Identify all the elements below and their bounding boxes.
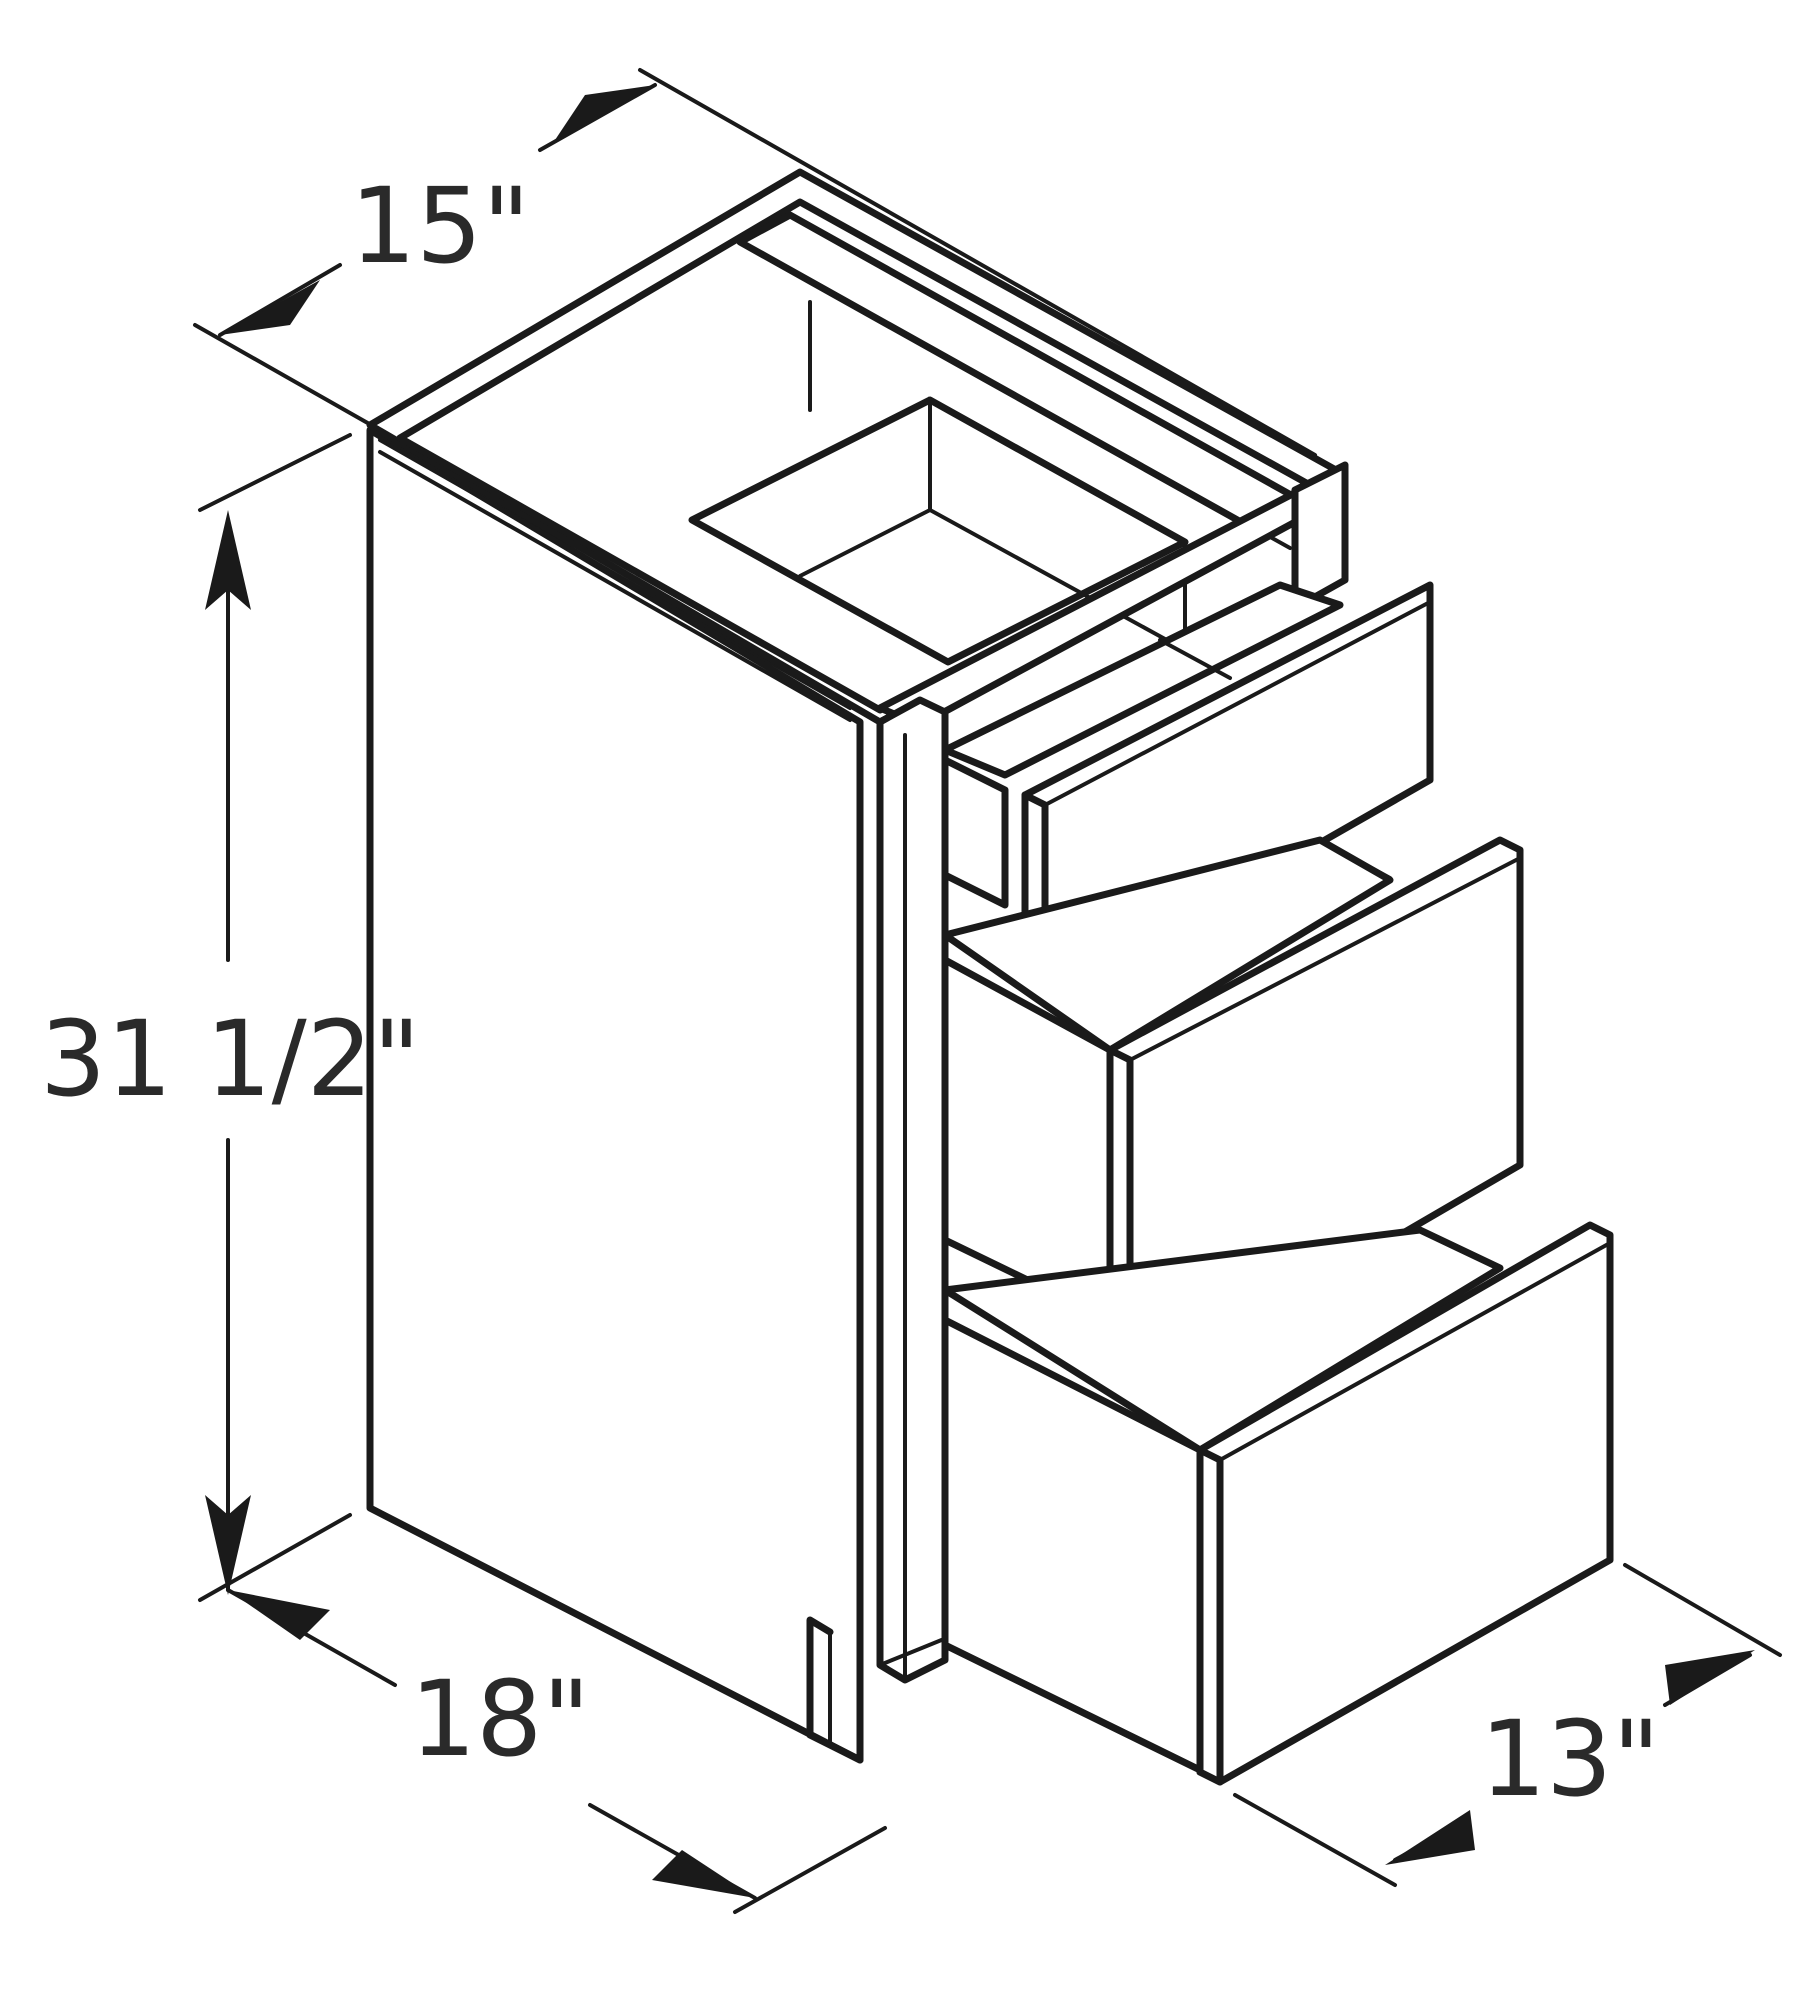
dimension-depth: 18" bbox=[226, 1588, 887, 1914]
arrow-head-icon bbox=[1385, 1810, 1475, 1865]
top-front-rail bbox=[876, 461, 1349, 729]
dimension-label-18: 18" bbox=[410, 1658, 590, 1780]
arrow-head-icon bbox=[228, 1590, 330, 1640]
dimension-drawer-extension: 13" bbox=[1233, 1563, 1782, 1887]
dimension-top-width: 15" bbox=[193, 68, 1317, 457]
arrow-head-icon bbox=[652, 1850, 755, 1898]
arrow-head-icon bbox=[205, 510, 251, 610]
dimension-label-15: 15" bbox=[350, 165, 530, 287]
arrow-head-icon bbox=[555, 85, 655, 140]
arrow-head-icon bbox=[220, 280, 320, 335]
dimension-height: 31 1/2" bbox=[40, 433, 421, 1602]
dimension-label-13: 13" bbox=[1480, 1698, 1660, 1820]
arrow-head-icon bbox=[205, 1495, 251, 1595]
inner-box-back bbox=[688, 396, 1189, 666]
face-frame-stile bbox=[876, 696, 949, 1684]
arrow-head-icon bbox=[1665, 1650, 1755, 1705]
drawer-3 bbox=[941, 1221, 1614, 1786]
dimension-label-31-1-2: 31 1/2" bbox=[40, 998, 421, 1120]
